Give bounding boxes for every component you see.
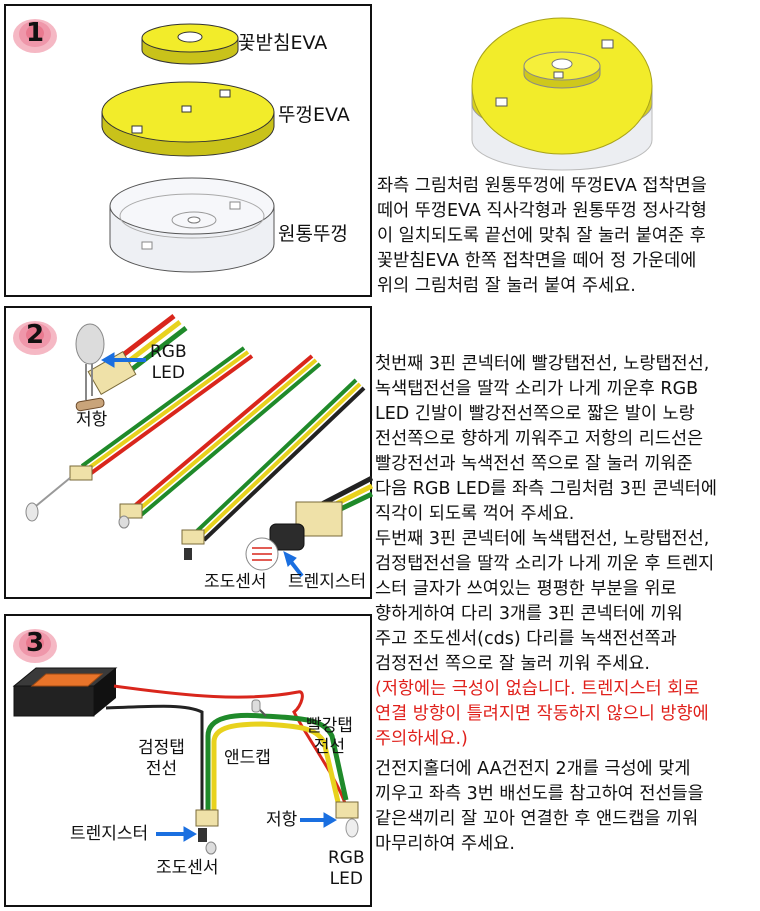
step2-line: 다음 RGB LED를 좌측 그림처럼 3핀 콘넥터에: [375, 479, 717, 499]
step2-line: 첫번째 3핀 콘넥터에 빨강탭전선, 노랑탭전선,: [375, 354, 710, 374]
wire-harness-led: [25, 346, 254, 522]
rose-icon: [13, 321, 57, 355]
step2-line: 직각이 되도록 꺽어 주세요.: [375, 504, 575, 524]
step3-line: 건전지홀더에 AA건전지 2개를 극성에 맞게: [375, 759, 691, 779]
step2-line: 빨강전선과 녹색전선 쪽으로 잘 눌러 끼워준: [375, 454, 693, 474]
rgb-led-label-text: RGB LED: [150, 342, 187, 383]
assembled-lid-illustration: [471, 17, 653, 171]
resistor-label: 저항: [266, 810, 298, 830]
end-cap-label: 앤드캡: [224, 748, 271, 768]
step2-line: 전선쪽으로 향하게 끼워주고 저항의 리드선은: [375, 429, 704, 449]
sensor-connector: [195, 809, 219, 855]
resistor-label: 저항: [76, 410, 108, 430]
lid-eva-part: [101, 81, 275, 157]
step2-line: 두번째 3핀 콘넥터에 녹색탭전선, 노랑탭전선,: [375, 529, 710, 549]
step3-instructions: 건전지홀더에 AA건전지 2개를 극성에 맞게 끼우고 좌측 3번 배선도를 참…: [375, 757, 704, 857]
blue-arrows: [156, 812, 337, 842]
battery-holder: [12, 667, 118, 717]
step2-instructions: 첫번째 3핀 콘넥터에 빨강탭전선, 노랑탭전선, 녹색탭전선을 딸깍 소리가 …: [375, 352, 717, 752]
red-wire-label: 빨강탭 전선: [306, 716, 353, 757]
rgb-led-label: RGB LED: [328, 848, 365, 889]
warning-line: (저항에는 극성이 없습니다. 트렌지스터 회로: [375, 679, 700, 699]
step3-panel: 3: [4, 614, 372, 907]
step3-line: 같은색끼리 잘 꼬아 연결한 후 앤드캡을 끼워: [375, 809, 699, 829]
blue-arrows: [101, 352, 304, 578]
wire-harness-transistor: [118, 354, 322, 529]
step1-diagram: [101, 23, 275, 273]
rose-icon: [13, 629, 57, 663]
step2-line: LED 긴발이 빨강전선쪽으로 짧은 발이 노랑: [375, 404, 695, 424]
rgb-led-label: RGB LED: [150, 342, 187, 384]
step2-diagram: [25, 314, 374, 578]
round-lid-part: [109, 177, 275, 273]
transistor-label: 트렌지스터: [70, 824, 149, 844]
step2-line: 녹색탭전선을 딸깍 소리가 나게 끼운후 RGB: [375, 379, 699, 399]
transistor-label: 트렌지스터: [288, 572, 367, 592]
flower-eva-label: 꽃받침EVA: [238, 32, 328, 54]
black-wire-label: 검정탭 전선: [138, 738, 185, 779]
step2-line: 주고 조도센서(cds) 다리를 녹색전선쪽과: [375, 629, 677, 649]
step2-badge: 2: [12, 316, 58, 356]
step1-line: 위의 그림처럼 잘 눌러 붙여 주세요.: [377, 276, 636, 296]
lid-eva-label: 뚜껑EVA: [278, 104, 350, 126]
step3-diagram: [12, 667, 359, 855]
step1-line: 좌측 그림처럼 원통뚜껑에 뚜껑EVA 접착면을: [377, 176, 707, 196]
step1-panel: 1 꽃받침EVA 뚜껑EVA 원통뚜껑: [4, 4, 372, 297]
step2-line: 향하게하여 다리 3개를 3핀 콘넥터에 끼워: [375, 604, 683, 624]
step2-number: 2: [25, 320, 45, 350]
step1-instructions: 좌측 그림처럼 원통뚜껑에 뚜껑EVA 접착면을 떼어 뚜껑EVA 직사각형과 …: [377, 174, 707, 299]
step1-line: 꽃받침EVA 한쪽 접착면을 떼어 정 가운데에: [377, 251, 697, 271]
step2-line: 스터 글자가 쓰여있는 평평한 부분을 위로: [375, 579, 677, 599]
wire-harness-sensor: [181, 378, 366, 560]
warning-line: 주의하세요.): [375, 729, 468, 749]
step1-number: 1: [25, 18, 45, 48]
flower-eva-part: [141, 23, 239, 65]
step2-line: 검정전선 쪽으로 잘 눌러 끼워 주세요.: [375, 654, 650, 674]
round-lid-label: 원통뚜껑: [278, 223, 348, 245]
step3-number: 3: [25, 628, 45, 658]
step2-line: 검정탭전선을 딸깍 소리가 나게 끼운 후 트렌지: [375, 554, 715, 574]
step1-line: 이 일치되도록 끝선에 맞춰 잘 눌러 붙여준 후: [377, 226, 706, 246]
closeup-connector: [245, 475, 374, 571]
light-sensor-label: 조도센서: [204, 572, 267, 592]
step3-line: 마무리하여 주세요.: [375, 834, 515, 854]
step3-badge: 3: [12, 624, 58, 664]
step2-panel: 2: [4, 306, 374, 599]
rose-icon: [13, 19, 57, 53]
step1-badge: 1: [12, 14, 58, 54]
end-cap-part: [251, 699, 267, 717]
warning-line: 연결 방향이 틀려지면 작동하지 않으니 방향에: [375, 704, 709, 724]
led-connector: [335, 801, 359, 838]
step1-line: 떼어 뚜껑EVA 직사각형과 원통뚜껑 정사각형: [377, 201, 707, 221]
step3-line: 끼우고 좌측 3번 배선도를 참고하여 전선들을: [375, 784, 704, 804]
light-sensor-label: 조도센서: [156, 858, 219, 878]
